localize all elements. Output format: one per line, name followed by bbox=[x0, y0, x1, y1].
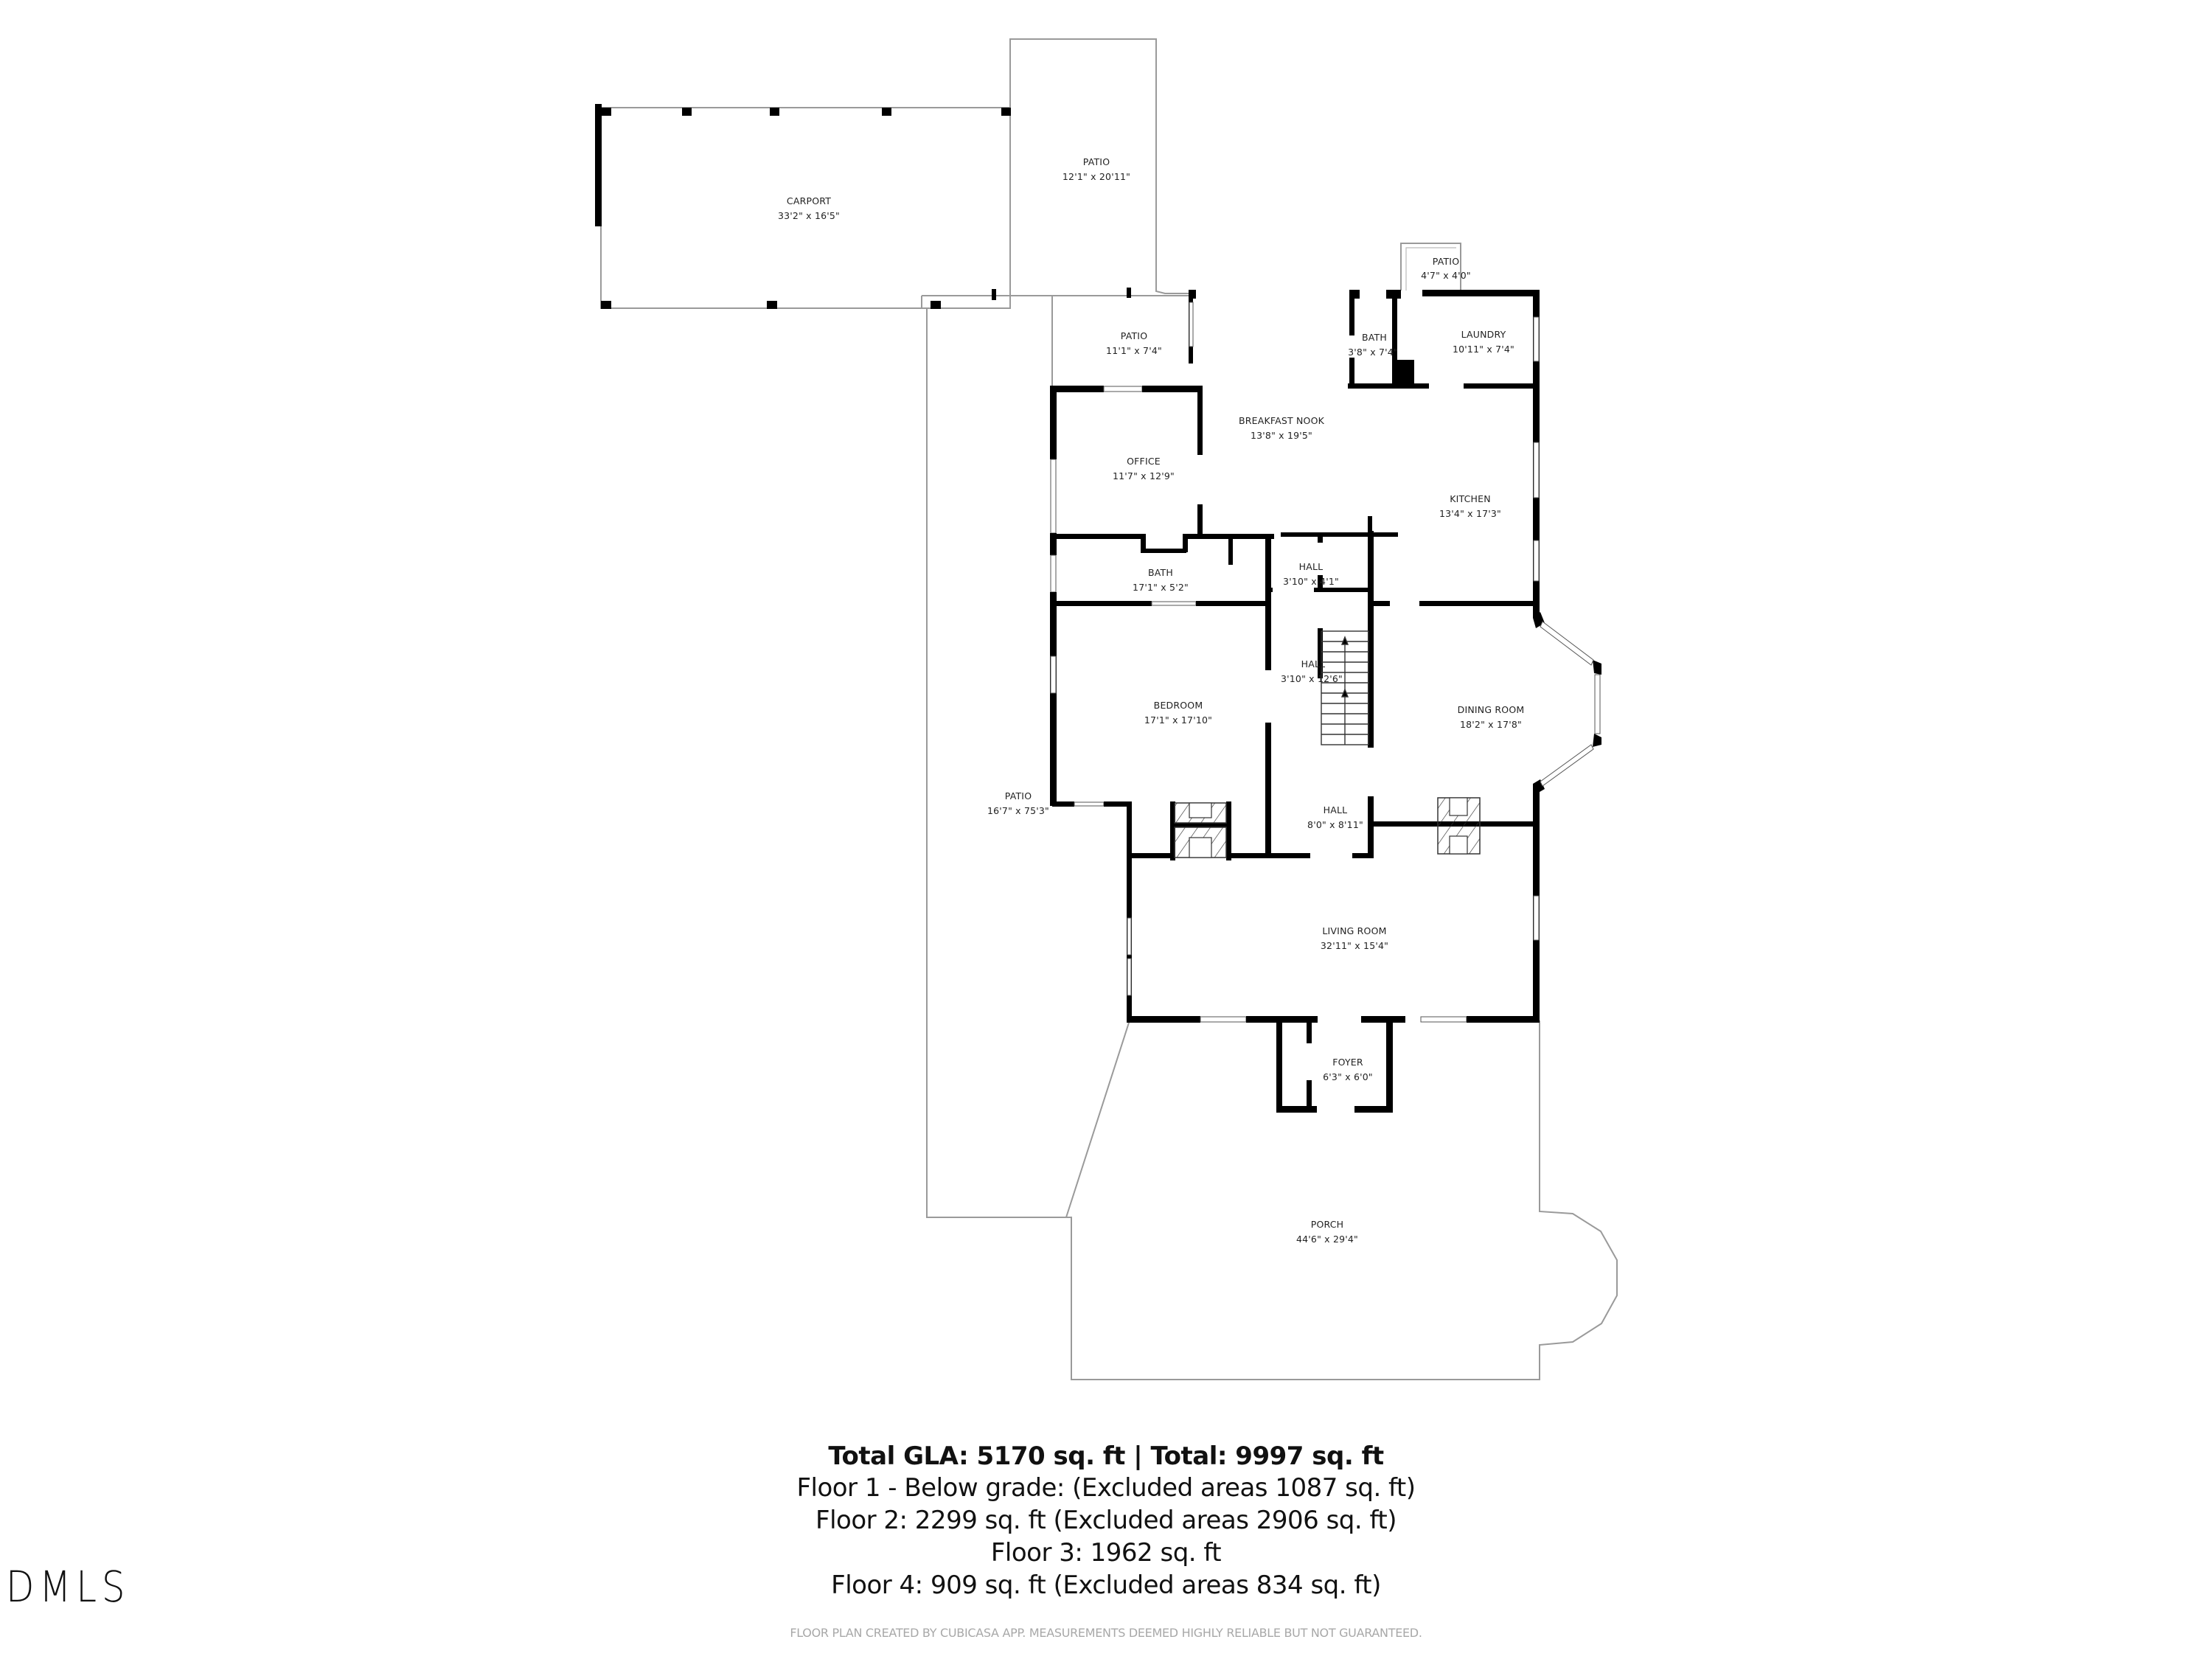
room-kitchen: KITCHEN 13'4" x 17'3" bbox=[1439, 493, 1501, 519]
room-dining-room: DINING ROOM 18'2" x 17'8" bbox=[1458, 704, 1525, 730]
room-name: LAUNDRY bbox=[1461, 329, 1506, 340]
room-dims: 6'3" x 6'0" bbox=[1323, 1071, 1373, 1082]
room-name: PATIO bbox=[1433, 256, 1459, 267]
staircase bbox=[1321, 630, 1369, 745]
room-name: HALL bbox=[1299, 561, 1324, 572]
room-dims: 16'7" x 75'3" bbox=[987, 805, 1049, 816]
room-dims: 3'10" x 4'1" bbox=[1283, 576, 1339, 587]
room-dims: 3'10" x 12'6" bbox=[1281, 673, 1343, 684]
room-dims: 10'11" x 7'4" bbox=[1453, 344, 1514, 355]
room-office: OFFICE 11'7" x 12'9" bbox=[1113, 456, 1175, 481]
room-carport: CARPORT 33'2" x 16'5" bbox=[778, 195, 840, 221]
room-patio-small: PATIO 4'7" x 4'0" bbox=[1421, 256, 1471, 281]
patio-left-outline bbox=[922, 307, 1066, 1218]
room-dims: 12'1" x 20'11" bbox=[1062, 171, 1130, 182]
room-dims: 13'8" x 19'5" bbox=[1251, 430, 1312, 441]
floor-1-area: Floor 1 - Below grade: (Excluded areas 1… bbox=[796, 1473, 1416, 1503]
floor-2-area: Floor 2: 2299 sq. ft (Excluded areas 290… bbox=[815, 1506, 1397, 1535]
room-porch: PORCH 44'6" x 29'4" bbox=[1296, 1219, 1358, 1245]
room-dims: 17'1" x 5'2" bbox=[1133, 582, 1189, 593]
room-name: PATIO bbox=[1121, 330, 1147, 341]
outdoor-outlines bbox=[600, 38, 1618, 1380]
room-name: BEDROOM bbox=[1154, 700, 1203, 711]
disclaimer-text: FLOOR PLAN CREATED BY CUBICASA APP. MEAS… bbox=[790, 1626, 1422, 1640]
room-dims: 17'1" x 17'10" bbox=[1144, 714, 1212, 726]
room-hall-long: HALL 3'10" x 12'6" bbox=[1281, 658, 1343, 684]
room-laundry: LAUNDRY 10'11" x 7'4" bbox=[1453, 329, 1514, 355]
room-hall-small: HALL 3'10" x 4'1" bbox=[1283, 561, 1339, 587]
room-breakfast-nook: BREAKFAST NOOK 13'8" x 19'5" bbox=[1239, 415, 1325, 441]
room-name: BREAKFAST NOOK bbox=[1239, 415, 1325, 426]
total-area-summary: Total GLA: 5170 sq. ft | Total: 9997 sq.… bbox=[828, 1441, 1384, 1471]
room-dims: 8'0" x 8'11" bbox=[1307, 819, 1363, 830]
walls bbox=[1050, 290, 1601, 1113]
room-name: OFFICE bbox=[1127, 456, 1161, 467]
room-bath-lower: BATH 17'1" x 5'2" bbox=[1133, 567, 1189, 593]
room-dims: 33'2" x 16'5" bbox=[778, 210, 840, 221]
carport-outline bbox=[600, 107, 1011, 309]
porch-outline bbox=[1065, 1020, 1618, 1380]
room-name: BATH bbox=[1362, 332, 1387, 343]
room-name: PATIO bbox=[1083, 156, 1110, 167]
room-dims: 13'4" x 17'3" bbox=[1439, 508, 1501, 519]
room-name: CARPORT bbox=[787, 195, 831, 206]
room-name: LIVING ROOM bbox=[1322, 925, 1386, 936]
patio-small-outline bbox=[1400, 243, 1461, 291]
floor-3-area: Floor 3: 1962 sq. ft bbox=[990, 1538, 1222, 1568]
room-dims: 11'7" x 12'9" bbox=[1113, 470, 1175, 481]
room-patio-mid: PATIO 11'1" x 7'4" bbox=[1106, 330, 1162, 356]
room-name: HALL bbox=[1301, 658, 1326, 669]
patio-top-outline bbox=[1009, 38, 1189, 294]
room-labels: CARPORT 33'2" x 16'5" PATIO 12'1" x 20'1… bbox=[778, 156, 1524, 1245]
carport-pillars bbox=[595, 104, 1131, 309]
room-living-room: LIVING ROOM 32'11" x 15'4" bbox=[1321, 925, 1388, 951]
room-bedroom: BEDROOM 17'1" x 17'10" bbox=[1144, 700, 1212, 726]
room-dims: 11'1" x 7'4" bbox=[1106, 345, 1162, 356]
room-name: FOYER bbox=[1332, 1057, 1363, 1068]
room-dims: 3'8" x 7'4" bbox=[1348, 347, 1398, 358]
room-hall-lower: HALL 8'0" x 8'11" bbox=[1307, 804, 1363, 830]
room-name: HALL bbox=[1324, 804, 1348, 815]
room-name: DINING ROOM bbox=[1458, 704, 1525, 715]
room-dims: 4'7" x 4'0" bbox=[1421, 270, 1471, 281]
room-name: PORCH bbox=[1311, 1219, 1344, 1230]
room-dims: 18'2" x 17'8" bbox=[1460, 719, 1522, 730]
room-bath-upper: BATH 3'8" x 7'4" bbox=[1348, 332, 1398, 358]
room-name: BATH bbox=[1148, 567, 1173, 578]
room-patio-top: PATIO 12'1" x 20'11" bbox=[1062, 156, 1130, 182]
room-name: PATIO bbox=[1005, 790, 1032, 801]
room-foyer: FOYER 6'3" x 6'0" bbox=[1323, 1057, 1373, 1082]
room-dims: 44'6" x 29'4" bbox=[1296, 1234, 1358, 1245]
room-patio-left: PATIO 16'7" x 75'3" bbox=[987, 790, 1049, 816]
room-name: KITCHEN bbox=[1450, 493, 1491, 504]
room-dims: 32'11" x 15'4" bbox=[1321, 940, 1388, 951]
floor-4-area: Floor 4: 909 sq. ft (Excluded areas 834 … bbox=[831, 1571, 1381, 1600]
dmls-logo: DMLS bbox=[6, 1562, 131, 1612]
